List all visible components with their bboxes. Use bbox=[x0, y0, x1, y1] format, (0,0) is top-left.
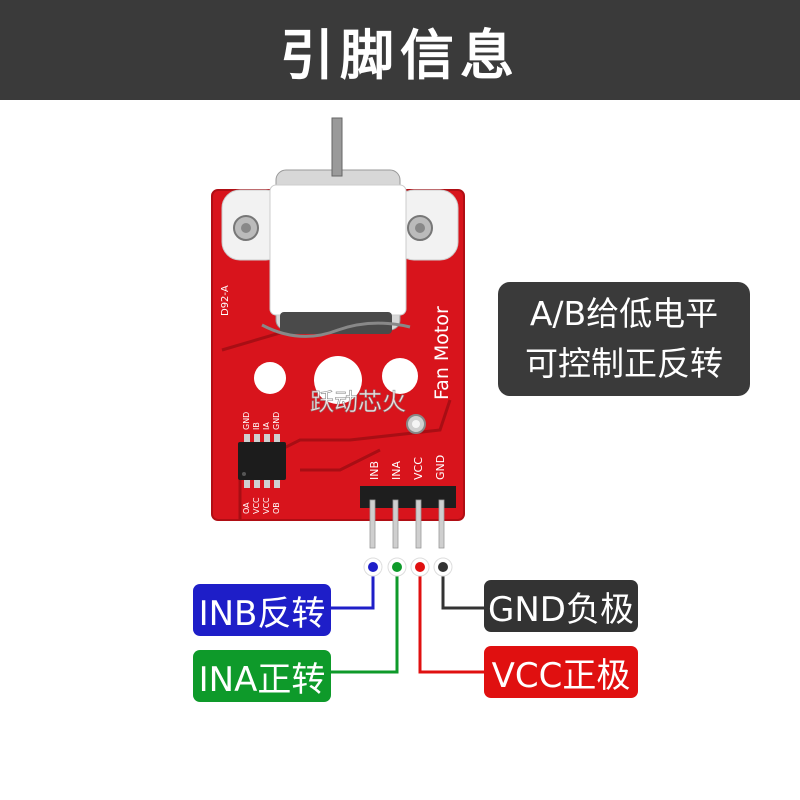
pin-header bbox=[360, 486, 456, 549]
header-pin-gnd-label: GND bbox=[434, 455, 447, 480]
chip-pin-ia: IA bbox=[262, 422, 271, 430]
chip-pin-vcc-1: VCC bbox=[252, 497, 261, 514]
header-pin-vcc-label: VCC bbox=[412, 457, 425, 480]
ina-leader-line bbox=[330, 569, 399, 674]
gnd-leader-line bbox=[441, 569, 484, 610]
vcc-leader-line bbox=[418, 569, 484, 674]
chip-pin-oa: OA bbox=[242, 502, 251, 514]
inb-pin-label: INB反转 bbox=[193, 584, 331, 636]
control-note-line-2: 可控制正反转 bbox=[525, 344, 723, 383]
page-title: 引脚信息 bbox=[0, 0, 800, 100]
motor-mount bbox=[221, 117, 459, 338]
header-pin-inb-label: INB bbox=[368, 461, 381, 480]
chip-pin-gnd-top-2: GND bbox=[272, 412, 281, 430]
gnd-pin-label: GND负极 bbox=[484, 580, 638, 632]
pin-leader-lines bbox=[330, 569, 484, 674]
chip-pin-ob: OB bbox=[272, 502, 281, 514]
chip-pin-gnd-top: GND bbox=[242, 412, 251, 430]
driver-chip: GND IB IA GND OA VCC VCC OB bbox=[238, 412, 286, 514]
control-note-box: A/B给低电平 可控制正反转 bbox=[498, 282, 750, 396]
board-version-label: D92-A bbox=[220, 285, 231, 316]
header-pin-ina-label: INA bbox=[390, 461, 403, 480]
chip-pin-vcc-2: VCC bbox=[262, 497, 271, 514]
pin-dots bbox=[363, 557, 453, 577]
inb-leader-line bbox=[330, 569, 375, 610]
watermark-text: 跃动芯火 bbox=[310, 388, 406, 416]
control-note-line-1: A/B给低电平 bbox=[529, 294, 719, 333]
board-name-label: Fan Motor bbox=[431, 306, 453, 400]
vcc-pin-label: VCC正极 bbox=[484, 646, 638, 698]
chip-pin-ib: IB bbox=[252, 422, 261, 430]
ina-pin-label: INA正转 bbox=[193, 650, 331, 702]
mounting-holes bbox=[254, 356, 426, 434]
